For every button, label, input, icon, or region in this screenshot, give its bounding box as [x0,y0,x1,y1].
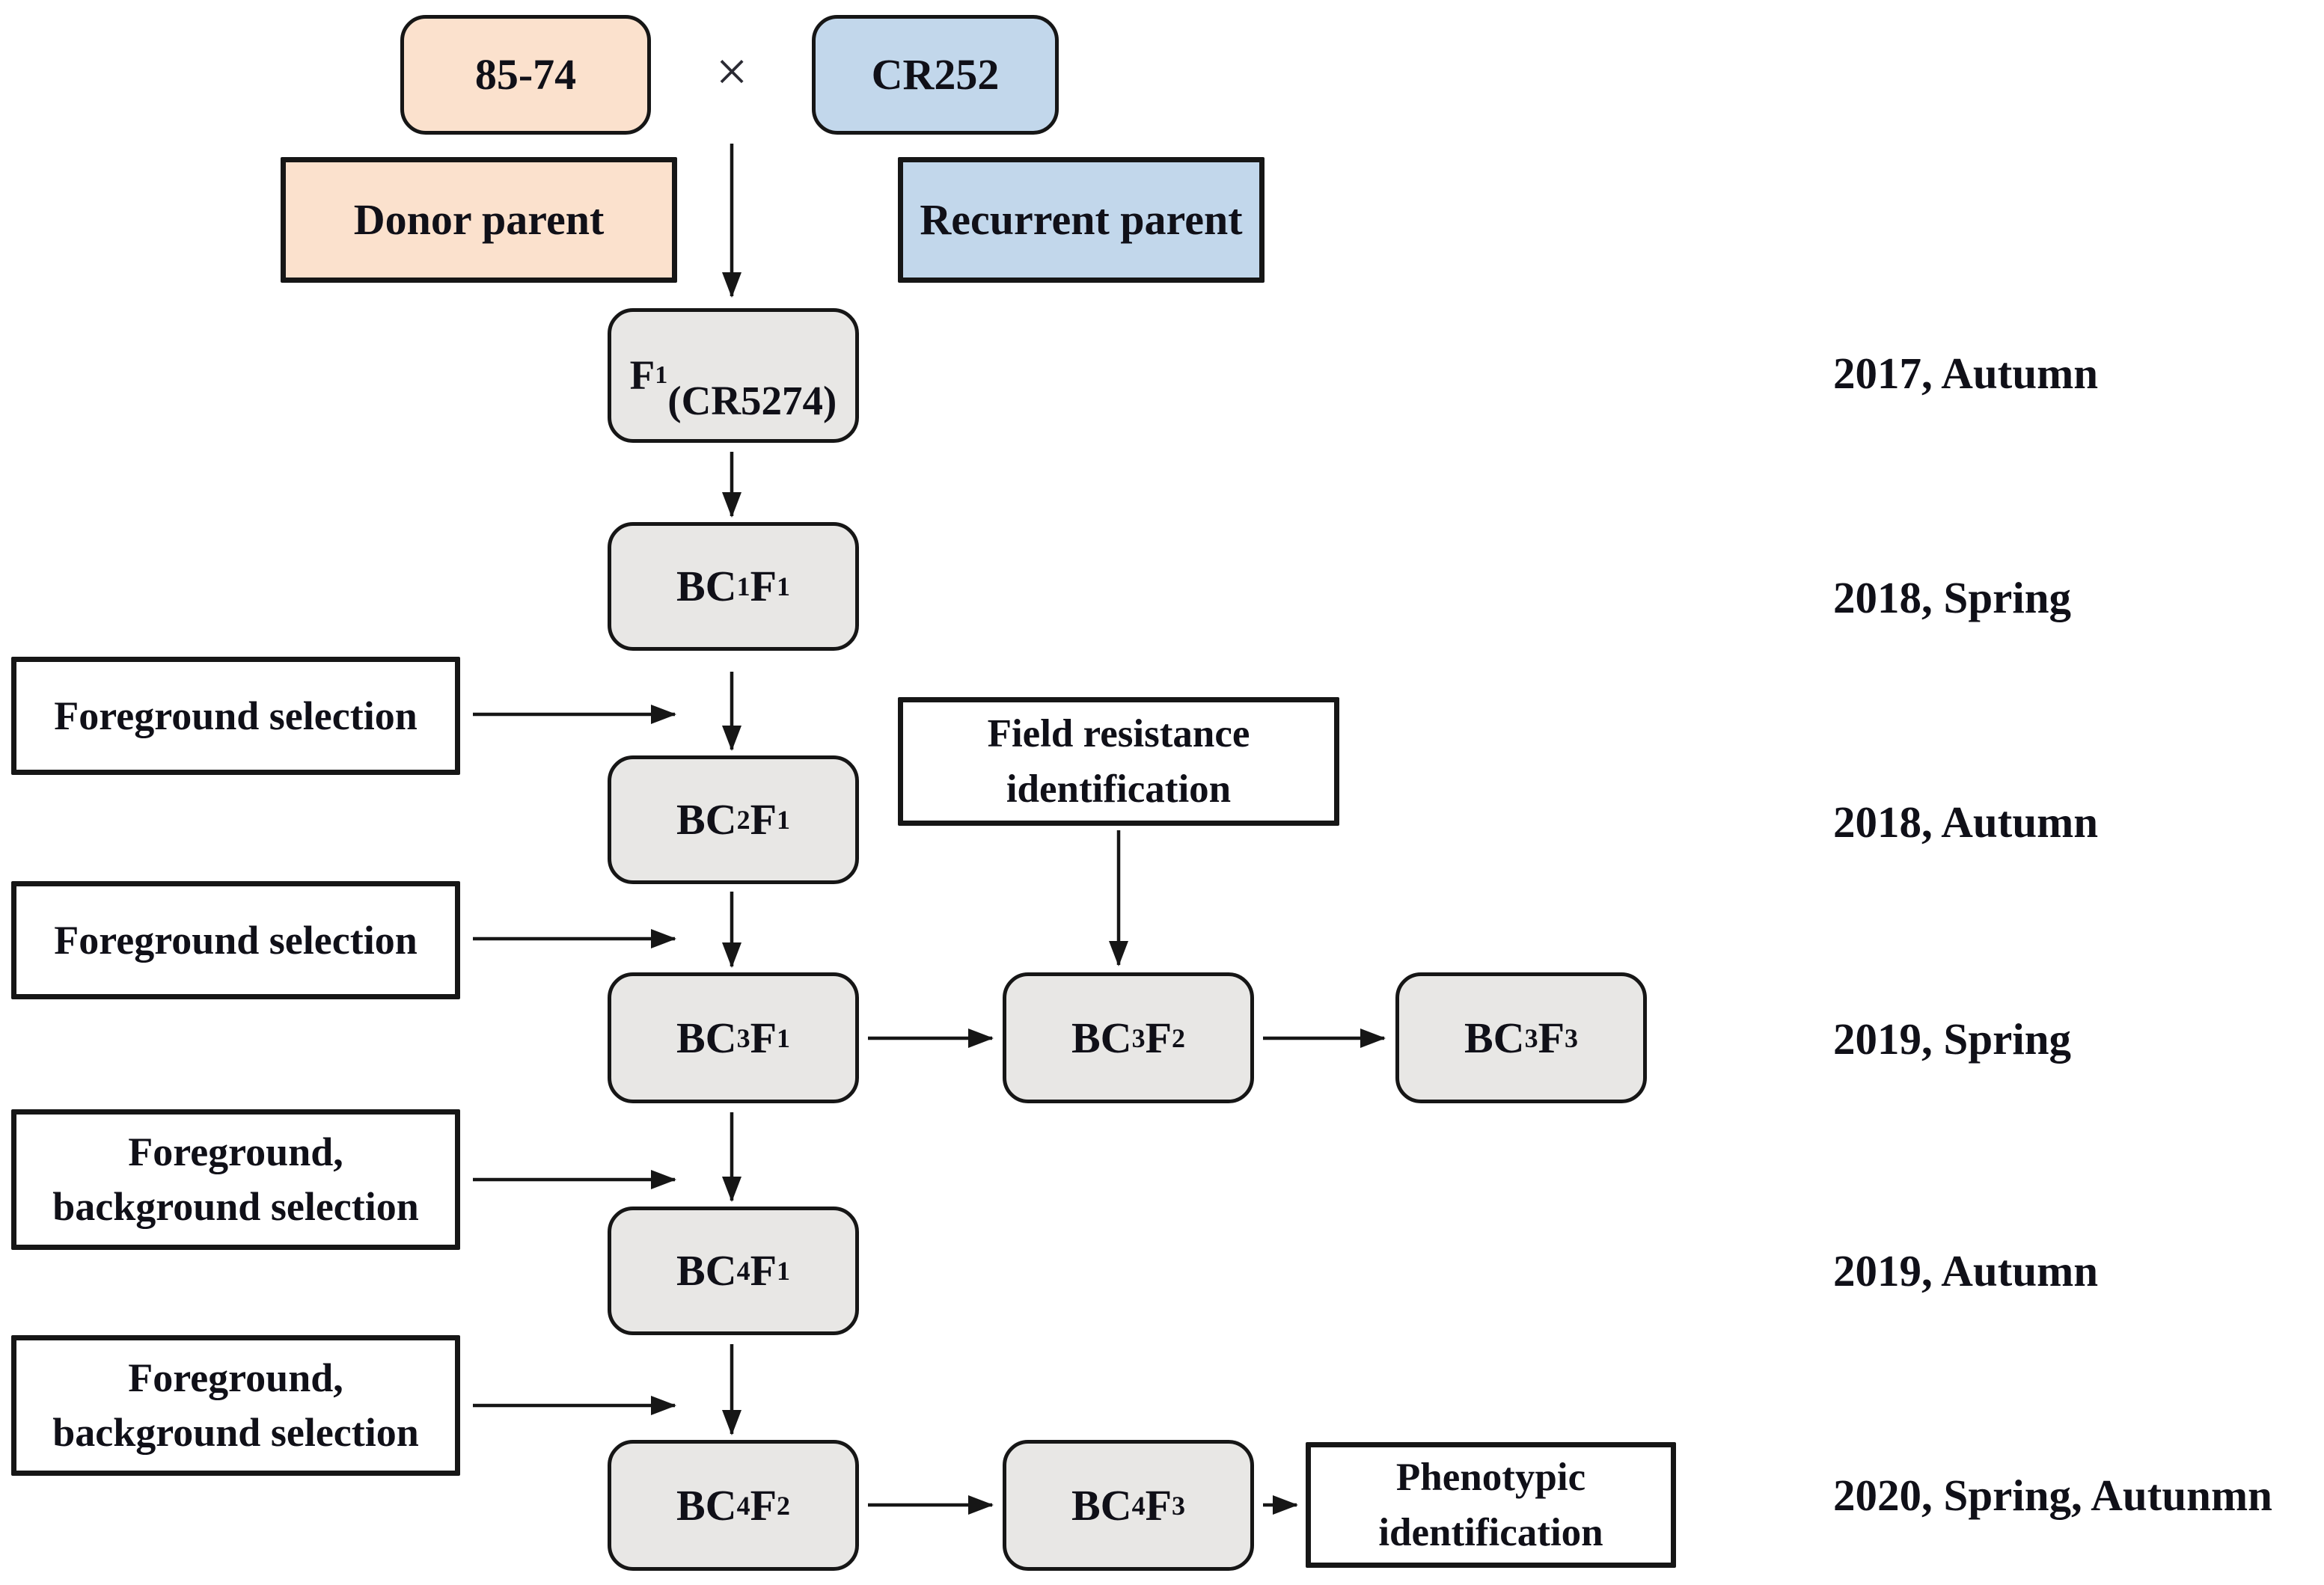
timeline-label-2017-autumn: 2017, Autumn [1833,349,2099,398]
selection-label-foreground-2: Foreground selection [11,881,460,999]
donor-parent-box: 85-74 [400,15,651,135]
timeline-label-2018-autumn: 2018, Autumn [1833,797,2099,847]
field-resistance-identification-label: Field resistance identification [898,697,1339,826]
recurrent-parent-box: CR252 [812,15,1059,135]
timeline-label-2019-autumn: 2019, Autumn [1833,1246,2099,1296]
recurrent-parent-role-label: Recurrent parent [898,157,1265,283]
timeline-label-2019-spring: 2019, Spring [1833,1014,2072,1064]
donor-parent-role-label: Donor parent [281,157,677,283]
selection-label-foreground-1: Foreground selection [11,657,460,775]
timeline-label-2020-spring-autumn: 2020, Spring, Autunmn [1833,1471,2272,1520]
selection-label-foreground-background-1: Foreground, background selection [11,1109,460,1250]
phenotypic-identification-label: Phenotypic identification [1306,1442,1676,1568]
timeline-label-2018-spring: 2018, Spring [1833,573,2072,622]
selection-label-foreground-background-2: Foreground, background selection [11,1335,460,1476]
cross-symbol: × [715,40,748,103]
